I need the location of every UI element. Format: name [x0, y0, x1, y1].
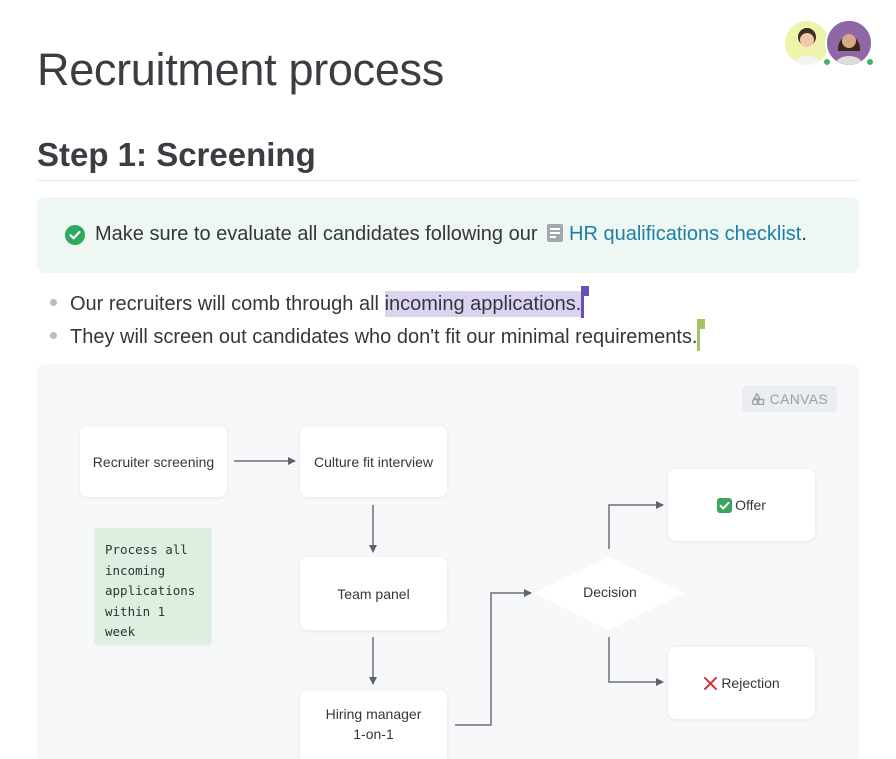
- document-icon: [547, 224, 564, 242]
- node-label: Team panel: [337, 585, 410, 602]
- check-circle-icon: [65, 225, 85, 245]
- hr-checklist-link[interactable]: HR qualifications checklist: [569, 223, 802, 245]
- avatar[interactable]: [783, 19, 831, 67]
- section-heading[interactable]: Step 1: Screening: [37, 136, 316, 173]
- person-icon: [793, 28, 821, 65]
- decision-diamond: [534, 557, 684, 630]
- list-item[interactable]: They will screen out candidates who don'…: [50, 319, 706, 354]
- info-callout[interactable]: Make sure to evaluate all candidates fol…: [37, 197, 859, 273]
- list-item[interactable]: Our recruiters will comb through all inc…: [50, 286, 700, 321]
- node-recruiter-screening[interactable]: Recruiter screening: [80, 426, 227, 497]
- node-label: Rejection: [721, 675, 780, 691]
- bullet-text: Our recruiters will comb through all: [70, 293, 385, 315]
- heading-divider: [37, 180, 859, 181]
- node-rejection[interactable]: Rejection: [668, 647, 815, 719]
- node-hiring-manager[interactable]: Hiring manager 1-on-1: [300, 690, 447, 759]
- collaborator-cursor: [697, 319, 706, 351]
- check-mark-icon: [717, 497, 733, 513]
- bullet-dot: [50, 299, 57, 306]
- callout-text-after: .: [801, 223, 807, 245]
- node-label: Recruiter screening: [92, 453, 215, 470]
- canvas-block[interactable]: CANVAS Recruiter screening Culture fit i…: [37, 364, 859, 759]
- sticky-line: applications: [105, 583, 196, 598]
- canvas-icon: [751, 393, 764, 405]
- canvas-badge-label: CANVAS: [769, 391, 828, 407]
- cross-mark-icon: [703, 676, 718, 691]
- node-label: 1-on-1: [353, 726, 394, 742]
- callout-text: Make sure to evaluate all candidates fol…: [95, 223, 807, 246]
- node-team-panel[interactable]: Team panel: [300, 557, 447, 630]
- online-status-dot: [865, 57, 875, 67]
- node-label: Offer: [735, 497, 766, 513]
- presence-avatars: [783, 19, 875, 71]
- node-label: Decision: [583, 584, 637, 600]
- collaborator-cursor: [581, 286, 590, 318]
- page-title[interactable]: Recruitment process: [37, 44, 444, 95]
- sticky-line: Process all: [105, 542, 188, 557]
- bullet-list: Our recruiters will comb through all inc…: [50, 286, 706, 354]
- sticky-note[interactable]: Process all incoming applications within…: [95, 528, 211, 644]
- bullet-text: They will screen out candidates who don'…: [70, 326, 698, 348]
- sticky-line: incoming: [105, 562, 166, 578]
- node-label: Hiring manager: [325, 706, 422, 722]
- bullet-dot: [50, 332, 57, 339]
- highlighted-text: incoming applications.: [384, 291, 582, 317]
- avatar[interactable]: [825, 19, 873, 67]
- canvas-badge[interactable]: CANVAS: [741, 386, 837, 412]
- node-offer[interactable]: Offer: [668, 469, 815, 541]
- online-status-dot: [822, 57, 832, 67]
- node-label: Culture fit interview: [313, 453, 434, 470]
- person-icon: [827, 21, 871, 65]
- sticky-line: within 1 week: [105, 603, 166, 640]
- callout-text-before: Make sure to evaluate all candidates fol…: [95, 223, 538, 245]
- node-culture-fit-interview[interactable]: Culture fit interview: [300, 426, 447, 497]
- flow-arrows: [234, 457, 684, 726]
- node-decision[interactable]: Decision: [536, 584, 684, 600]
